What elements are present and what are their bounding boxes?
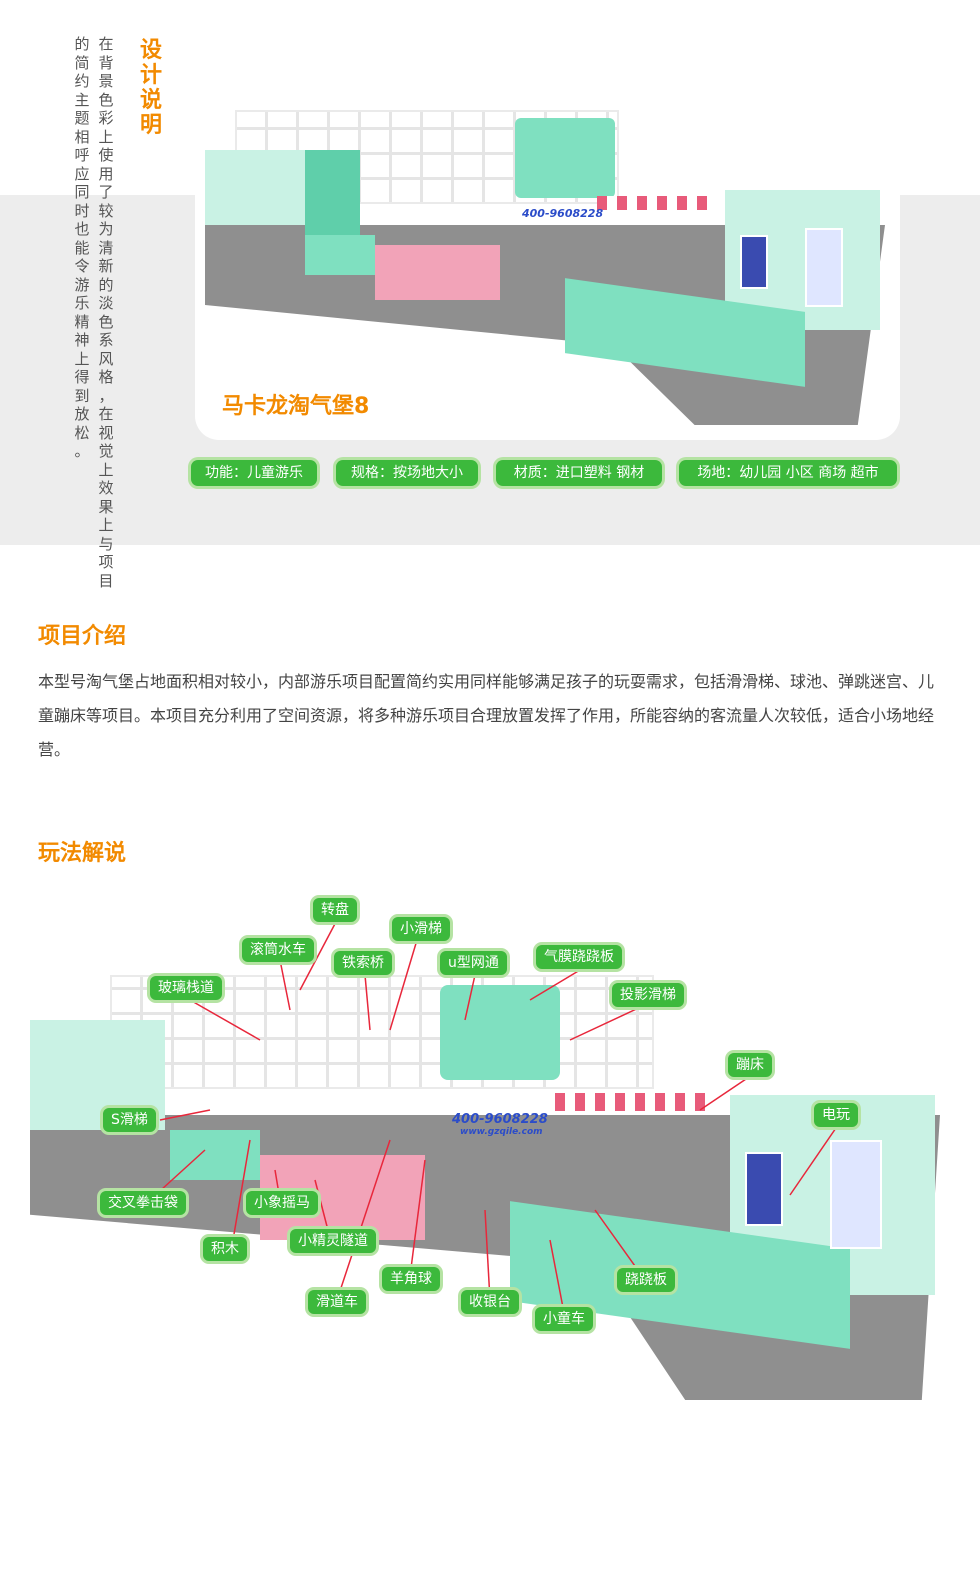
label-air-seesaw: 气膜跷跷板 bbox=[536, 945, 622, 969]
label-slide-car: 滑道车 bbox=[308, 1290, 366, 1314]
tag-spec: 规格：按场地大小 bbox=[336, 460, 478, 486]
tag-function: 功能：儿童游乐 bbox=[191, 460, 317, 486]
u-tunnel bbox=[515, 118, 615, 198]
u-tunnel bbox=[440, 985, 560, 1080]
back-wall bbox=[205, 150, 305, 225]
label-seesaw: 跷跷板 bbox=[617, 1268, 675, 1292]
arcade-machine bbox=[830, 1140, 882, 1249]
hotline-watermark: 400-9608228 bbox=[452, 1112, 548, 1127]
label-punch-bag: 交叉拳击袋 bbox=[100, 1191, 186, 1215]
product-name: 马卡龙淘气堡8 bbox=[222, 394, 370, 419]
label-elephant-rocker: 小象摇马 bbox=[246, 1191, 318, 1215]
label-u-tunnel: u型网通 bbox=[440, 951, 507, 975]
tag-material: 材质：进口塑料 钢材 bbox=[496, 460, 662, 486]
intro-body: 本型号淘气堡占地面积相对较小，内部游乐项目配置简约实用同样能够满足孩子的玩耍需求… bbox=[38, 672, 935, 759]
arcade-machine bbox=[740, 235, 768, 289]
label-s-slide: S滑梯 bbox=[103, 1108, 156, 1132]
design-note-col2: 的简约主题相呼应同时也能令游乐精神上得到放松。 bbox=[74, 35, 90, 460]
wall-segment bbox=[305, 150, 360, 235]
label-horn-ball: 羊角球 bbox=[382, 1267, 440, 1291]
front-wall-left bbox=[305, 235, 375, 275]
label-roller-wheel: 滚筒水车 bbox=[242, 938, 314, 962]
arcade-machine bbox=[805, 228, 843, 307]
intro-title: 项目介绍 bbox=[38, 624, 127, 649]
tag-venue: 场地：幼儿园 小区 商场 超市 bbox=[679, 460, 897, 486]
design-note-title: 设计说明 bbox=[139, 38, 162, 138]
label-glass-walkway: 玻璃栈道 bbox=[150, 976, 222, 1000]
label-trampoline: 蹦床 bbox=[728, 1053, 772, 1077]
label-cable-bridge: 铁索桥 bbox=[334, 951, 392, 975]
arcade-machine bbox=[745, 1152, 783, 1226]
design-note-col1: 在背景色彩上使用了较为清新的淡色系风格，在视觉上效果上与项目 bbox=[98, 35, 114, 590]
label-turntable: 转盘 bbox=[313, 898, 357, 922]
website-watermark: www.gzqile.com bbox=[460, 1127, 543, 1137]
hotline-watermark: 400-9608228 bbox=[522, 207, 604, 220]
play-title: 玩法解说 bbox=[38, 841, 127, 866]
label-arcade: 电玩 bbox=[814, 1103, 858, 1127]
awning bbox=[555, 1093, 715, 1111]
label-blocks: 积木 bbox=[203, 1237, 247, 1261]
label-small-slide: 小滑梯 bbox=[392, 917, 450, 941]
label-kid-car: 小童车 bbox=[535, 1307, 593, 1331]
label-projection-slide: 投影滑梯 bbox=[612, 983, 684, 1007]
awning bbox=[597, 196, 709, 210]
label-elf-tunnel: 小精灵隧道 bbox=[290, 1229, 376, 1253]
label-cashier: 收银台 bbox=[461, 1290, 519, 1314]
pink-wall bbox=[375, 245, 500, 300]
